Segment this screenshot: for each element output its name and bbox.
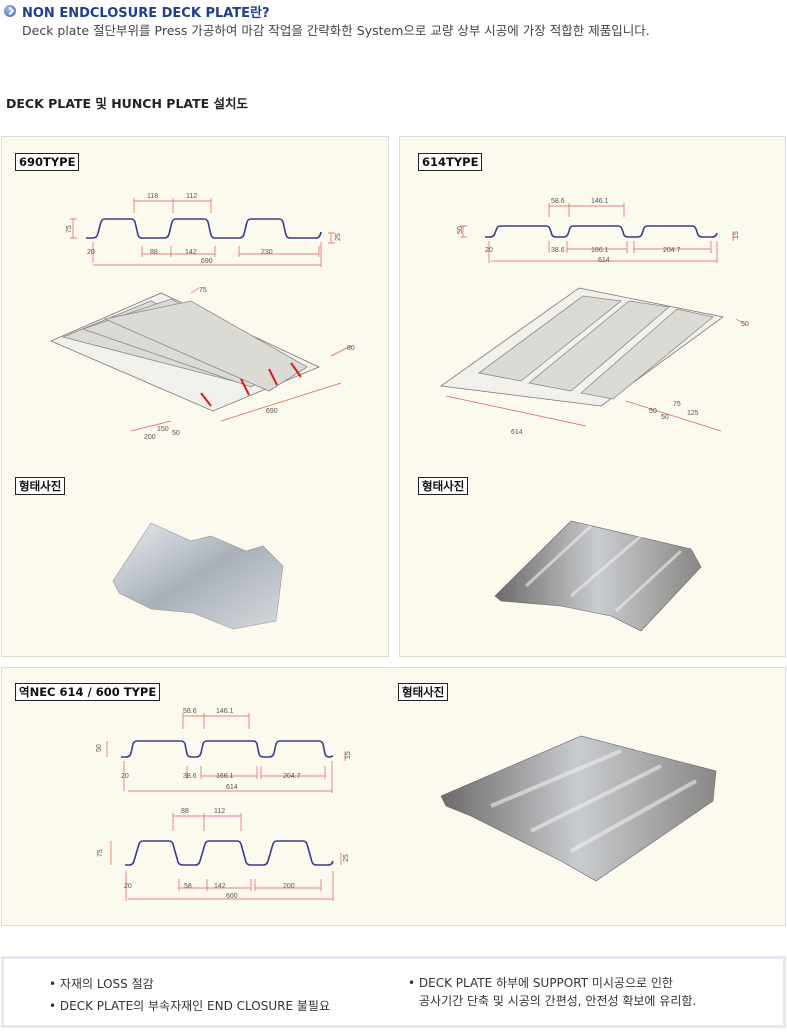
diagram-690-type: 118 112 75 20 88 142 230 690 25 75 80 69… bbox=[49, 193, 355, 630]
page-description: Deck plate 절단부위를 Press 가공하여 마감 작업을 간략화한 … bbox=[22, 23, 650, 38]
panel-614-type: 58.6 146.1 50 20 38.6 166.1 204.7 614 15… bbox=[399, 136, 786, 657]
dim-label: 80 bbox=[347, 345, 355, 352]
dim-label: 20 bbox=[87, 249, 95, 256]
dim-label: 38.6 bbox=[183, 773, 197, 780]
dim-label: 75 bbox=[66, 225, 73, 233]
dim-label: 50 bbox=[457, 226, 464, 234]
dim-label: 614 bbox=[598, 257, 610, 264]
dim-label: 50 bbox=[649, 408, 657, 415]
dim-label: 38.6 bbox=[551, 247, 565, 254]
dim-label: 88 bbox=[181, 808, 189, 815]
dim-label: 112 bbox=[214, 808, 225, 815]
dim-label: 25 bbox=[343, 854, 350, 862]
dim-label: 142 bbox=[185, 249, 197, 256]
dim-label: 200 bbox=[144, 434, 156, 441]
type-label: 역NEC 614 / 600 TYPE bbox=[15, 683, 161, 701]
photo-label: 형태사진 bbox=[398, 683, 449, 701]
section-title: DECK PLATE 및 HUNCH PLATE 설치도 bbox=[6, 96, 249, 111]
note-item: • DECK PLATE 하부에 SUPPORT 미시공으로 인한 bbox=[408, 976, 673, 990]
dim-label: 230 bbox=[261, 249, 273, 256]
diagram-614-type: 58.6 146.1 50 20 38.6 166.1 204.7 614 15… bbox=[439, 198, 749, 632]
page-title: NON ENDCLOSURE DECK PLATE란? bbox=[22, 6, 270, 21]
photo-label: 형태사진 bbox=[15, 477, 66, 495]
dim-label: 15 bbox=[345, 751, 352, 759]
photo-614-plate bbox=[494, 520, 702, 632]
dim-label: 75 bbox=[97, 849, 104, 857]
dim-label: 20 bbox=[121, 773, 129, 780]
dim-label: 690 bbox=[266, 408, 278, 415]
dim-label: 125 bbox=[687, 410, 699, 417]
note-item: 공사기간 단축 및 시공의 간편성, 안전성 확보에 유리함. bbox=[419, 994, 697, 1008]
diagram-nec-type: 58.6 146.1 50 20 38.6 166.1 204.7 614 15… bbox=[96, 708, 717, 901]
photo-690-plate bbox=[112, 522, 284, 630]
dim-label: 58.6 bbox=[551, 198, 565, 205]
bullet-arrow-icon bbox=[4, 5, 16, 17]
dim-label: 614 bbox=[226, 784, 238, 791]
type-label: 690TYPE bbox=[15, 153, 80, 171]
dim-label: 690 bbox=[201, 258, 213, 265]
dim-label: 20 bbox=[485, 247, 493, 254]
dim-label: 50 bbox=[96, 744, 103, 752]
dim-label: 58 bbox=[184, 883, 192, 890]
photo-label: 형태사진 bbox=[418, 477, 469, 495]
type-label: 614TYPE bbox=[418, 153, 483, 171]
dim-label: 88 bbox=[150, 249, 158, 256]
panel-690-type: 118 112 75 20 88 142 230 690 25 75 80 69… bbox=[1, 136, 389, 657]
dim-label: 200 bbox=[283, 883, 295, 890]
dim-label: 166.1 bbox=[216, 773, 234, 780]
note-item: • 자재의 LOSS 절감 bbox=[49, 977, 154, 991]
dim-label: 166.1 bbox=[591, 247, 609, 254]
feature-notes-box: • 자재의 LOSS 절감 • DECK PLATE의 부속자재인 END CL… bbox=[1, 956, 786, 1028]
dim-label: 146.1 bbox=[216, 708, 234, 715]
note-item: • DECK PLATE의 부속자재인 END CLOSURE 불필요 bbox=[49, 999, 330, 1013]
dim-label: 58.6 bbox=[183, 708, 197, 715]
dim-label: 614 bbox=[511, 429, 523, 436]
dim-label: 600 bbox=[226, 893, 238, 900]
dim-label: 204.7 bbox=[663, 247, 681, 254]
dim-label: 20 bbox=[124, 883, 132, 890]
dim-label: 50 bbox=[172, 430, 180, 437]
dim-label: 50 bbox=[661, 414, 669, 421]
dim-label: 50 bbox=[741, 321, 749, 328]
dim-label: 204.7 bbox=[283, 773, 301, 780]
dim-label: 112 bbox=[186, 193, 197, 200]
dim-label: 142 bbox=[214, 883, 226, 890]
dim-label: 118 bbox=[147, 193, 158, 200]
panel-nec-type: 58.6 146.1 50 20 38.6 166.1 204.7 614 15… bbox=[1, 667, 786, 926]
dim-label: 150 bbox=[157, 426, 169, 433]
dim-label: 146.1 bbox=[591, 198, 609, 205]
dim-label: 75 bbox=[673, 401, 681, 408]
dim-label: 75 bbox=[199, 287, 207, 294]
dim-label: 25 bbox=[335, 233, 342, 241]
dim-label: 15 bbox=[733, 231, 740, 239]
